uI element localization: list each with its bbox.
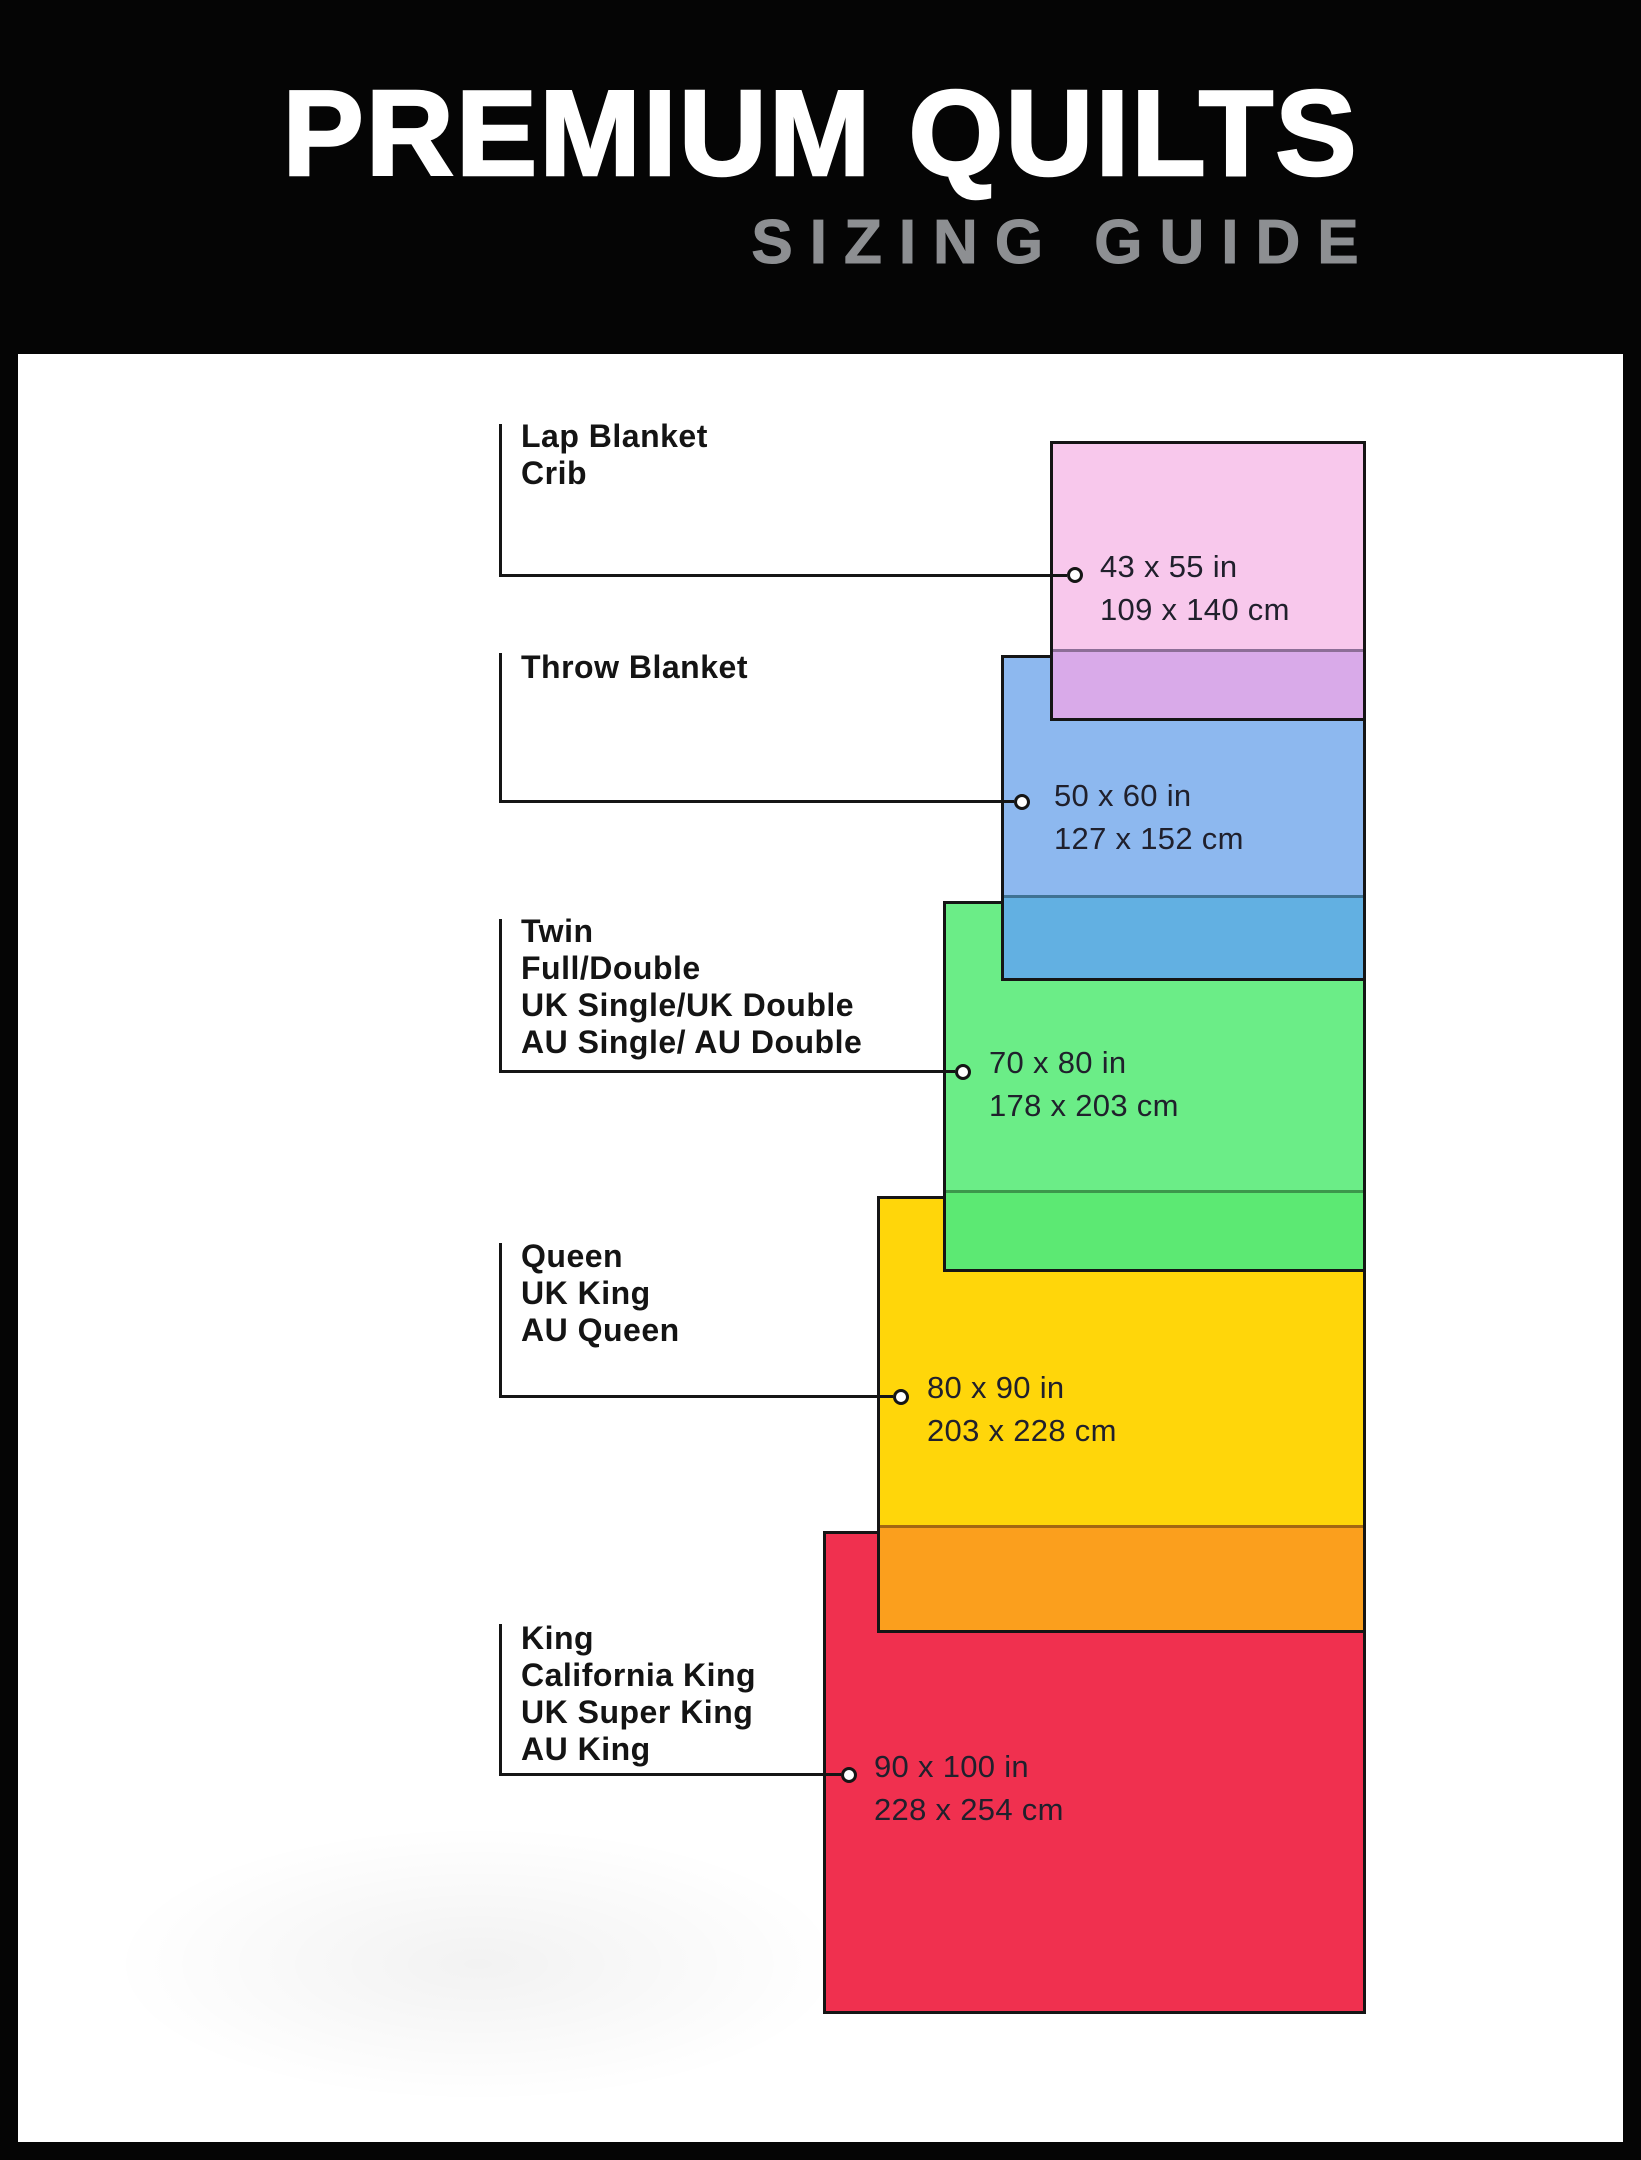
connector-line-vertical	[499, 653, 502, 803]
size-label-line: Lap Blanket	[521, 418, 708, 454]
quilt-overlap-region	[1004, 895, 1363, 978]
size-label: Queen UK King AU Queen	[521, 1238, 680, 1349]
size-cm: 109 x 140 cm	[1100, 592, 1290, 627]
background-shading	[108, 1824, 848, 2104]
size-inches: 90 x 100 in	[874, 1749, 1029, 1784]
size-inches: 80 x 90 in	[927, 1370, 1065, 1405]
size-dimensions: 43 x 55 in 109 x 140 cm	[1100, 545, 1290, 631]
connector-dot	[955, 1064, 971, 1080]
size-label-line: Twin	[521, 913, 594, 949]
size-label-line: UK King	[521, 1275, 651, 1311]
header: PREMIUM QUILTS SIZING GUIDE	[0, 0, 1641, 354]
quilt-overlap-region	[946, 1190, 1363, 1269]
size-label-line: King	[521, 1620, 595, 1656]
size-cm: 127 x 152 cm	[1054, 821, 1244, 856]
connector-line-horizontal	[499, 1070, 955, 1073]
connector-line-horizontal	[499, 1773, 841, 1776]
connector-dot	[893, 1389, 909, 1405]
size-label-line: AU Single/ AU Double	[521, 1024, 863, 1060]
size-dimensions: 80 x 90 in 203 x 228 cm	[927, 1366, 1117, 1452]
size-label: Lap Blanket Crib	[521, 418, 708, 492]
size-label-line: Throw Blanket	[521, 649, 748, 685]
size-label-line: AU King	[521, 1731, 651, 1767]
size-inches: 70 x 80 in	[989, 1045, 1127, 1080]
content-panel: Lap Blanket Crib 43 x 55 in 109 x 140 cm…	[18, 354, 1623, 2142]
size-label-line: UK Single/UK Double	[521, 987, 855, 1023]
connector-dot	[1014, 794, 1030, 810]
connector-line-vertical	[499, 1243, 502, 1398]
size-cm: 203 x 228 cm	[927, 1413, 1117, 1448]
size-label-line: Full/Double	[521, 950, 701, 986]
size-inches: 50 x 60 in	[1054, 778, 1192, 813]
connector-dot	[1067, 567, 1083, 583]
connector-line-horizontal	[499, 800, 1014, 803]
size-label: Throw Blanket	[521, 649, 748, 686]
size-dimensions: 50 x 60 in 127 x 152 cm	[1054, 774, 1244, 860]
quilt-overlap-region	[880, 1525, 1363, 1630]
size-label-line: California King	[521, 1657, 757, 1693]
header-title-block: PREMIUM QUILTS SIZING GUIDE	[281, 65, 1359, 274]
size-cm: 228 x 254 cm	[874, 1792, 1064, 1827]
connector-line-vertical	[499, 1624, 502, 1776]
page-title: PREMIUM QUILTS	[281, 65, 1359, 201]
size-label-line: UK Super King	[521, 1694, 754, 1730]
size-label-line: AU Queen	[521, 1312, 680, 1348]
connector-dot	[841, 1767, 857, 1783]
size-inches: 43 x 55 in	[1100, 549, 1238, 584]
size-label: Twin Full/Double UK Single/UK Double AU …	[521, 913, 862, 1061]
size-dimensions: 90 x 100 in 228 x 254 cm	[874, 1745, 1064, 1831]
connector-line-vertical	[499, 424, 502, 577]
page-subtitle: SIZING GUIDE	[751, 208, 1376, 277]
quilt-overlap-region	[1053, 649, 1363, 718]
connector-line-vertical	[499, 919, 502, 1073]
connector-line-horizontal	[499, 574, 1067, 577]
size-label: King California King UK Super King AU Ki…	[521, 1620, 756, 1768]
size-cm: 178 x 203 cm	[989, 1088, 1179, 1123]
size-dimensions: 70 x 80 in 178 x 203 cm	[989, 1041, 1179, 1127]
size-label-line: Queen	[521, 1238, 624, 1274]
size-label-line: Crib	[521, 455, 587, 491]
connector-line-horizontal	[499, 1395, 893, 1398]
quilt-rect-lap-blanket	[1050, 441, 1366, 721]
